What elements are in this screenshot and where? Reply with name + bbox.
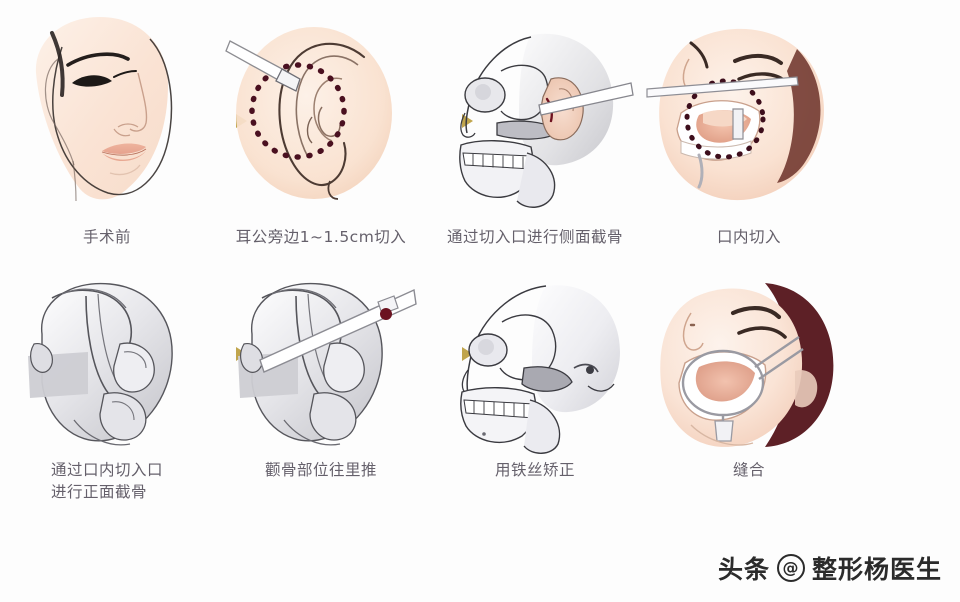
steps-row-bottom: 通过口内切入口 进行正面截骨 [0,275,960,525]
illustration-skull-wire-fixation [428,275,642,455]
illustration-ear-incision-marked [214,8,428,218]
illustration-skull-lateral-osteotomy [428,8,642,218]
watermark: 头条 @ 整形杨医生 [718,550,942,586]
skull-superior-svg-a [28,282,173,445]
illustration-intraoral-incision [642,8,856,218]
skull-wire-svg [459,285,620,454]
illustration-face-suture-retractor [642,275,856,455]
watermark-platform: 头条 [717,555,770,584]
skull-lateral-svg [459,33,634,208]
incision-dotted-circle [249,62,347,160]
skull-superior-svg-b [238,282,417,445]
steps-row-top: 手术前 [0,8,960,280]
illustration-female-face-profile [0,8,214,218]
step-6-caption: 颧骨部位往里推 [264,461,377,479]
step-5-caption: 通过口内切入口 进行正面截骨 [50,461,163,502]
step-8-suture: 缝合 [642,275,856,481]
step-3-caption: 通过切入口进行侧面截骨 [446,228,623,246]
scalpel-icon [225,40,301,92]
step-1-caption: 手术前 [82,228,131,246]
step-7-wire-fixation: 用铁丝矫正 [428,275,642,481]
watermark-account: 整形杨医生 [811,555,942,584]
bone-pusher-icon [259,288,417,373]
step-8-caption: 缝合 [732,461,765,479]
retractor-icon [645,76,799,140]
step-1-before-surgery: 手术前 [0,8,214,248]
incision-dotted-circle [684,78,765,160]
female-face-svg [35,16,173,201]
step-5-frontal-osteotomy: 通过口内切入口 进行正面截骨 [0,275,214,504]
ear-incision-svg [225,27,392,200]
osteotome-icon [538,82,634,116]
fixation-wire-icon [573,363,599,374]
at-symbol-icon: @ [776,554,805,582]
step-6-push-zygoma: 颧骨部位往里推 [214,275,428,481]
arrow-icon-2 [462,114,473,128]
illustration-skull-push-zygoma-inward [214,275,428,455]
step-4-intraoral-incision: 口内切入 [642,8,856,248]
face-suture-svg [659,283,833,447]
step-2-ear-incision: 耳公旁边1~1.5cm切入 [214,8,428,248]
illustration-skull-superior-frontal-osteotomy [0,275,214,455]
intraoral-svg [645,28,824,201]
step-2-caption: 耳公旁边1~1.5cm切入 [235,228,407,246]
step-3-lateral-osteotomy: 通过切入口进行侧面截骨 [428,8,642,248]
mouth-retractor-icon [681,336,804,439]
repositioned-zygoma [520,366,573,392]
step-7-caption: 用铁丝矫正 [494,461,575,479]
blood-mark [380,307,392,320]
step-4-caption: 口内切入 [716,228,781,246]
arrow-icon-5 [462,347,473,361]
